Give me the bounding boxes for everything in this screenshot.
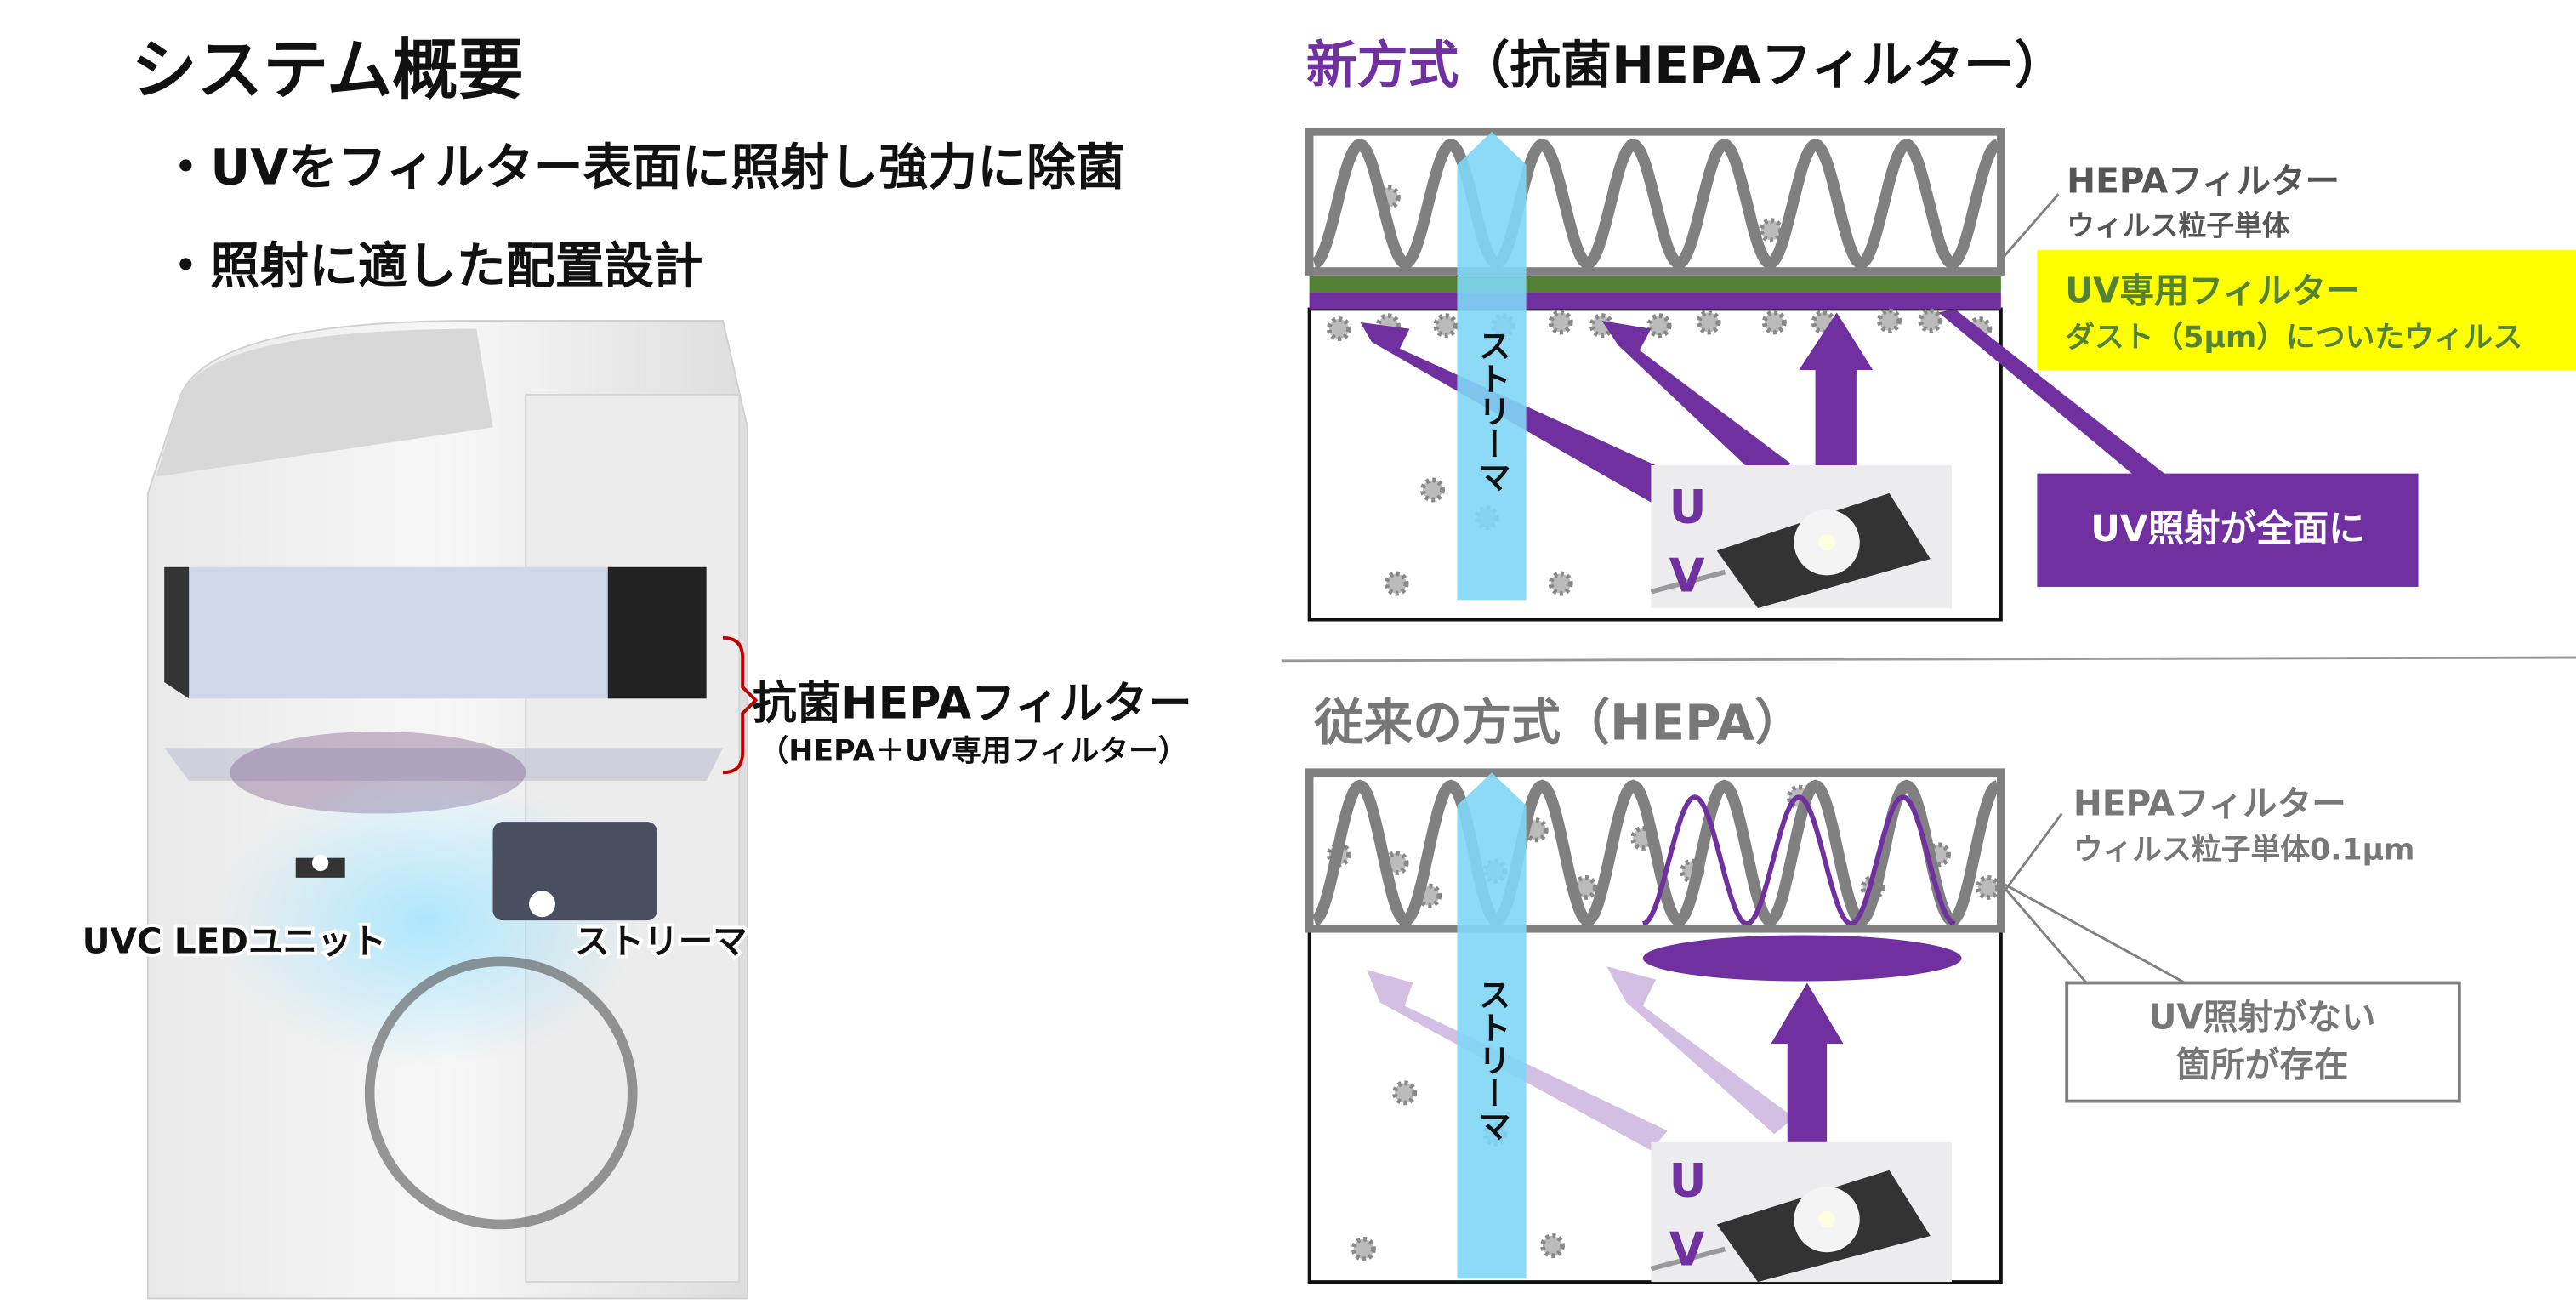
old-hepa-sub: ウィルス粒子単体0.1μm [2073,834,2415,868]
uv-lit-pleats [1642,794,1956,926]
uv-led-module-image [1650,464,1952,609]
new-hepa-label: HEPAフィルター [2067,160,2340,201]
uv-letter-u: U [1669,481,1707,534]
streamer-text: ストリーマ [1473,329,1511,493]
virus-particle [1540,1233,1566,1259]
new-method-title-rest: （抗菌HEPAフィルター） [1459,36,2065,95]
virus-particle [1696,310,1721,335]
hepa-pleats [1312,139,2000,270]
virus-particle [1420,477,1445,503]
virus-particle [1326,316,1351,342]
uv-full-callout [2037,473,2419,587]
virus-particle [1548,571,1573,596]
bullet-1: ・UVをフィルター表面に照射し強力に除菌 [161,139,1125,196]
uv-letter-v: V [1669,549,1705,603]
virus-particle [1351,1236,1376,1261]
streamer-text-old: ストリーマ [1473,978,1511,1142]
virus-particle [1392,1080,1418,1106]
uv-led-module-image-old [1650,1141,1952,1283]
uv-arrow-up [1771,982,1844,1142]
streamer-arrow-old [1457,772,1527,1279]
new-method-title-accent: 新方式 [1306,36,1459,95]
virus-particle [1572,874,1598,900]
hepa-pleats-old [1312,779,2000,927]
streamer-arrow [1457,131,1527,601]
uv-letter-u-old: U [1669,1154,1707,1208]
uv-full-callout-text: UV照射が全面に [2090,509,2364,550]
virus-particle [1433,313,1459,339]
new-method-panel: ストリーマ U V [1305,128,2169,622]
uv-letter-v-old: V [1669,1223,1705,1277]
uv-filter-sub: ダスト（5μm）についたウィルス [2065,321,2522,355]
virus-particle [1761,310,1787,335]
virus-particle [1975,874,2000,900]
filter-label: 抗菌HEPAフィルター [753,678,1192,729]
streamer-label: ストリーマ [575,921,748,962]
page-title: システム概要 [132,31,524,108]
air-purifier-illustration [146,320,748,1300]
virus-particle [1918,308,1943,333]
uv-spot [1642,935,1962,982]
old-hepa-label: HEPAフィルター [2073,783,2346,823]
old-method-title: 従来の方式（HEPA） [1313,694,1804,752]
divider [1281,656,2576,663]
virus-particle [1877,308,1902,333]
virus-particle [1646,313,1672,339]
virus-particle [1384,571,1409,596]
no-uv-callout [2065,981,2461,1103]
old-method-panel: ストリーマ U V [1305,768,2005,1284]
uvc-led-label: UVC LEDユニット [82,921,387,962]
virus-particle [1548,310,1573,335]
filter-bracket [722,635,759,775]
filter-sublabel: （HEPA＋UV専用フィルター） [759,735,1187,769]
new-hepa-sub: ウィルス粒子単体 [2067,210,2290,242]
uv-arrows [1360,309,2169,527]
uv-filter-label: UV専用フィルター [2065,270,2360,311]
uv-filter-callout [2037,249,2576,370]
bullet-2: ・照射に適した配置設計 [161,237,702,295]
no-uv-line1: UV照射がない [2149,997,2376,1038]
new-method-title: 新方式（抗菌HEPAフィルター） [1306,36,2066,95]
virus-particle [1758,218,1783,243]
no-uv-line2: 箇所が存在 [2176,1045,2349,1085]
